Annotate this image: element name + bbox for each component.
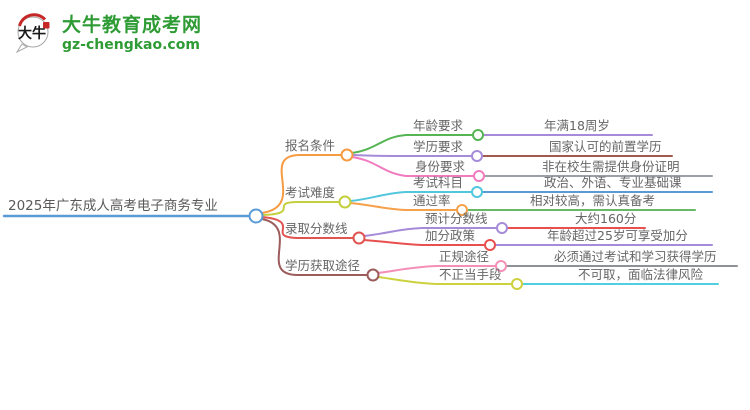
expander-exam-difficulty[interactable] [338,195,352,209]
node-registration-conditions[interactable]: 报名条件 [285,138,336,153]
brand-url[interactable]: gz-chengkao.com [62,36,200,53]
expander-pass-rate[interactable] [456,204,468,216]
node-bonus-policy[interactable]: 加分政策 [425,228,476,243]
logo-speech-tail [15,43,29,54]
leaf-age-requirement-value[interactable]: 年满18周岁 [544,118,610,133]
leaf-education-requirement-value[interactable]: 国家认可的前置学历 [549,139,662,154]
connector-registration-conditions [261,154,342,214]
node-estimated-score[interactable]: 预计分数线 [425,211,488,226]
expander-estimated-score[interactable] [496,222,508,234]
leaf-estimated-score-value[interactable]: 大约160分 [575,211,637,226]
expander-legitimate-path[interactable] [495,260,507,272]
leaf-legitimate-path-value[interactable]: 必须通过考试和学习获得学历 [554,249,717,264]
node-age-requirement[interactable]: 年龄要求 [413,118,464,133]
expander-exam-subjects[interactable] [471,186,483,198]
connector-degree-paths [261,218,368,276]
leaf-identity-requirement-value[interactable]: 非在校生需提供身份证明 [542,159,680,174]
connector-age-requirement [351,134,474,154]
daniu-logo-icon: 大牛 [15,13,50,54]
expander-bonus-policy[interactable] [484,239,496,251]
expander-identity-requirement[interactable] [473,170,485,182]
node-legitimate-path[interactable]: 正规途径 [439,249,490,264]
node-exam-difficulty[interactable]: 考试难度 [285,185,336,200]
node-pass-rate[interactable]: 通过率 [413,193,451,208]
connector-identity-requirement [351,156,475,177]
connector-pass-rate [349,202,458,211]
leaf-exam-subjects-value[interactable]: 政治、外语、专业基础课 [544,175,682,190]
node-degree-paths[interactable]: 学历获取途径 [285,258,361,273]
expander-education-requirement[interactable] [471,150,483,162]
expander-degree-paths[interactable] [366,268,380,282]
logo-red-arc [18,13,47,27]
connector-exam-difficulty [261,201,340,216]
expander-age-requirement[interactable] [472,129,484,141]
node-improper-means[interactable]: 不正当手段 [439,267,502,282]
node-root[interactable]: 2025年广东成人高考电子商务专业 [8,198,218,214]
node-exam-subjects[interactable]: 考试科目 [413,175,464,190]
expander-registration-conditions[interactable] [340,148,354,162]
connector-bonus-policy [363,239,486,246]
leaf-pass-rate-value[interactable]: 相对较高，需认真备考 [530,193,656,208]
node-education-requirement[interactable]: 学历要求 [413,139,464,154]
connector-education-requirement [351,154,473,157]
connector-admission-score-line [261,216,354,239]
brand-text-block: 大牛教育成考网 gz-chengkao.com [62,12,202,53]
leaf-bonus-policy-value[interactable]: 年龄超过25岁可享受加分 [547,228,688,243]
site-logo[interactable]: 大牛 大牛教育成考网 gz-chengkao.com [14,12,202,56]
logo-seal-icon [43,22,50,29]
expander-root[interactable] [248,208,264,224]
expander-admission-score-line[interactable] [352,231,366,245]
expander-improper-means[interactable] [511,278,523,290]
connector-exam-subjects [349,191,473,202]
brand-name[interactable]: 大牛教育成考网 [62,14,203,36]
node-admission-score-line[interactable]: 录取分数线 [285,221,348,236]
connector-legitimate-path [377,265,497,274]
leaf-improper-means-value[interactable]: 不可取，面临法律风险 [578,267,704,282]
logo-badge-text: 大牛 [18,25,46,42]
node-identity-requirement[interactable]: 身份要求 [415,159,466,174]
connector-improper-means [377,276,513,285]
connector-estimated-score [363,227,498,237]
